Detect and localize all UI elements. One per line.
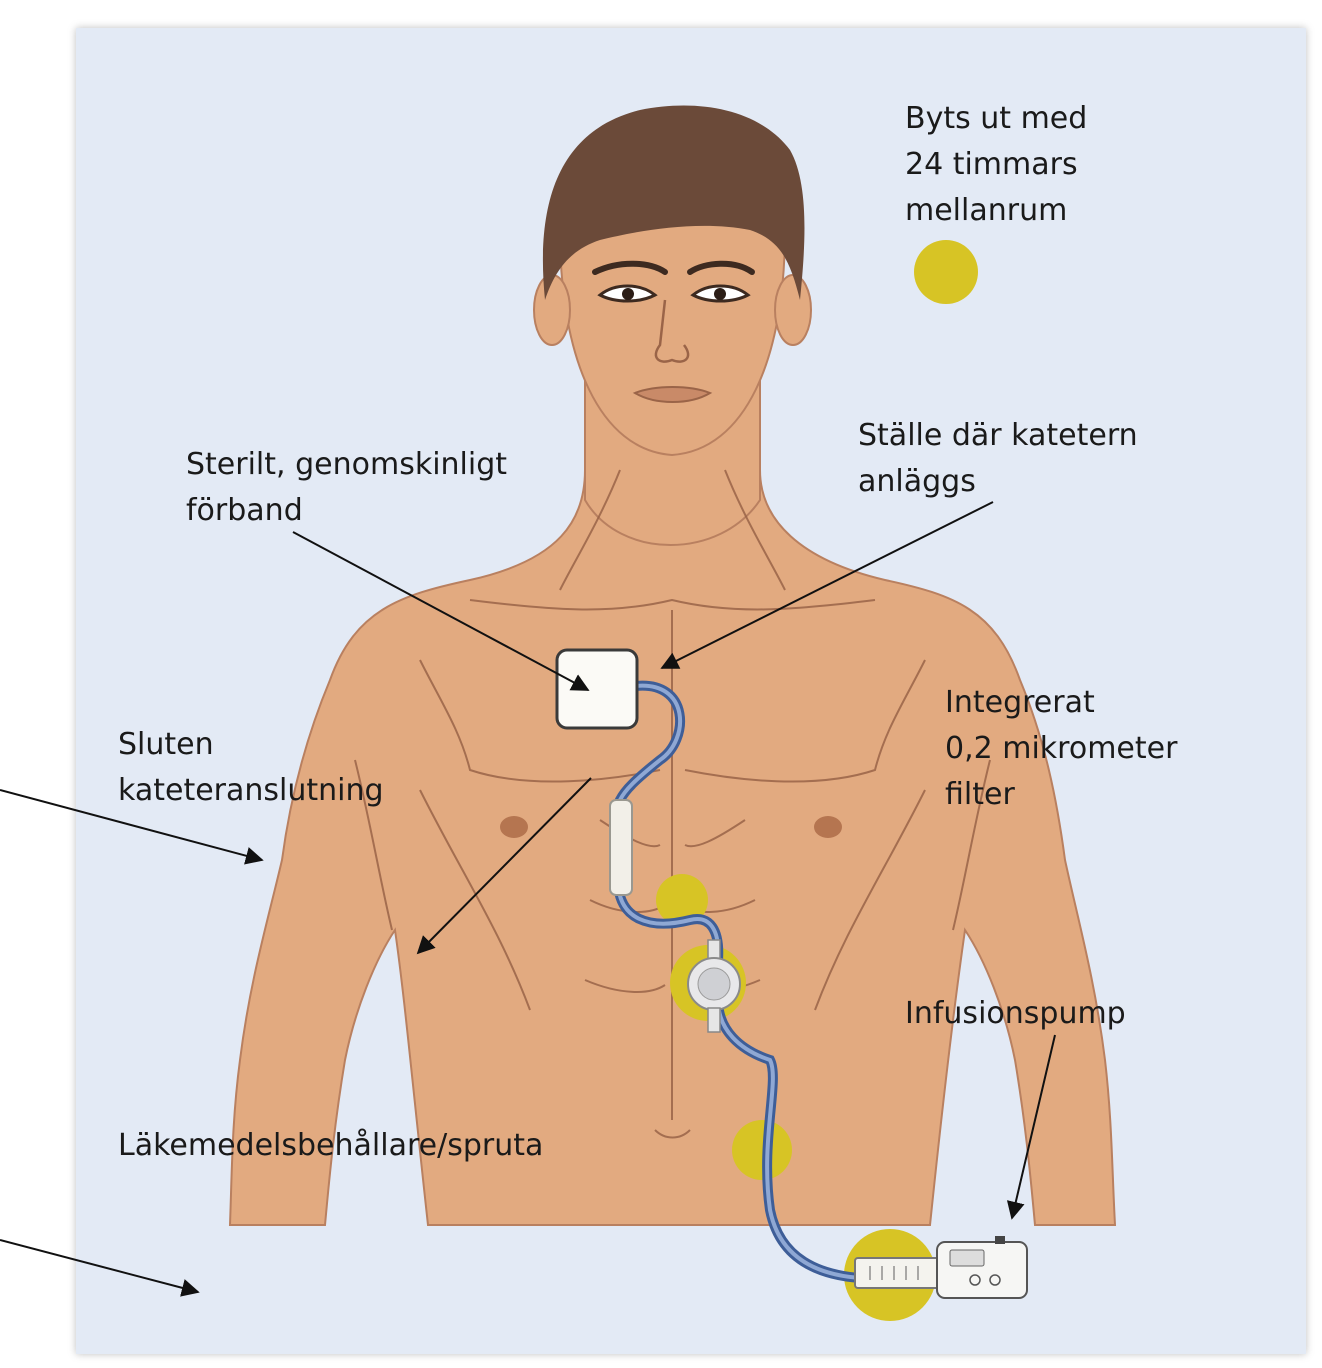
- right-ear: [775, 275, 811, 345]
- pump-label: Infusionspump: [905, 991, 1126, 1037]
- right-nipple: [814, 816, 842, 838]
- dressing-label: Sterilt, genomskinligt förband: [186, 442, 507, 534]
- legend-label: Byts ut med 24 timmars mellanrum: [905, 96, 1087, 234]
- legend-marker: [914, 240, 978, 304]
- closed-connector-label: Sluten kateteranslutning: [118, 722, 384, 814]
- filter-label: Integrerat 0,2 mikrometer filter: [945, 680, 1177, 818]
- container-label: Läkemedelsbehållare/spruta: [118, 1123, 543, 1169]
- closed-connector: [610, 800, 632, 895]
- marker-tubing: [732, 1120, 792, 1180]
- sterile-dressing: [557, 650, 637, 728]
- left-nipple: [500, 816, 528, 838]
- filter-stem-bottom: [708, 1008, 720, 1032]
- insertion-site-label: Ställe där katetern anläggs: [858, 413, 1138, 505]
- left-ear: [534, 275, 570, 345]
